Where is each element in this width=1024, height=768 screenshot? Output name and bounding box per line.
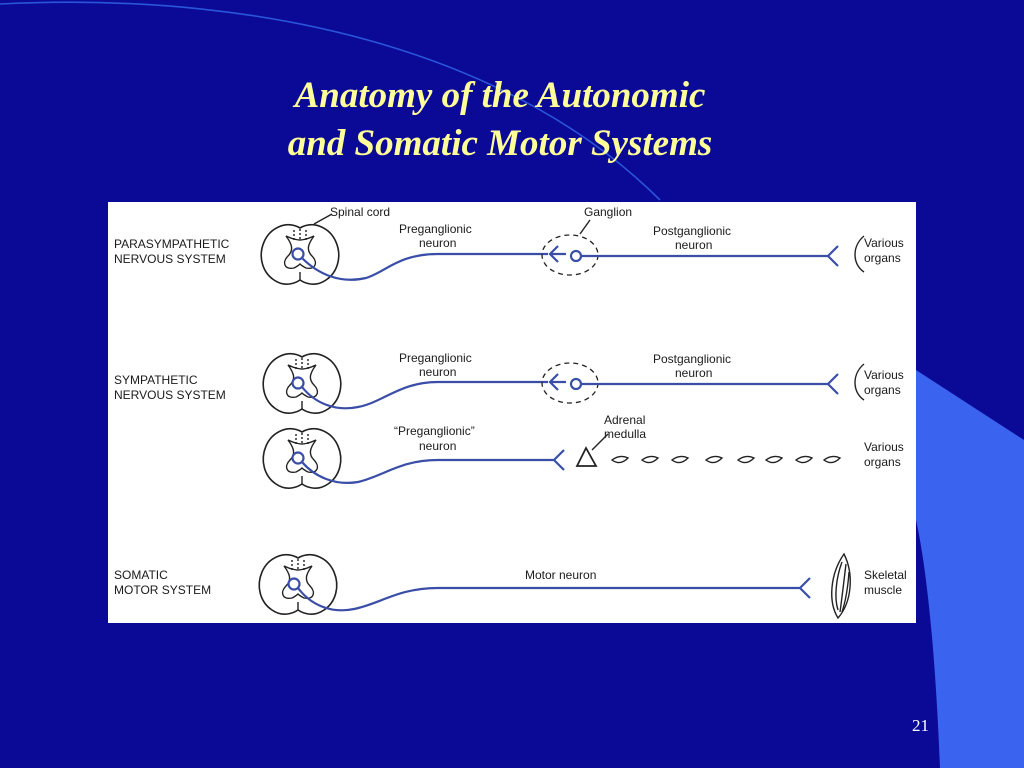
- ganglion-label: Ganglion: [584, 205, 632, 219]
- spinal-cord-somatic: [258, 554, 338, 615]
- adrenal-label-line-1: Adrenal: [604, 413, 645, 427]
- sympathetic-ganglion-cell: [569, 377, 583, 391]
- decorative-accent-shape: [916, 370, 1024, 768]
- somatic-motor-neuron: [297, 577, 811, 612]
- spinal-cord-sympathetic: [262, 353, 342, 414]
- parasympathetic-preganglionic-neuron: [301, 252, 548, 281]
- sympathetic-target-line-1: Various: [864, 368, 904, 382]
- somatic-label-line-2: MOTOR SYSTEM: [114, 583, 211, 597]
- sympathetic-pre-label-line-2: neuron: [419, 365, 456, 379]
- sympathetic-synapse: [548, 373, 566, 391]
- slide-page-number: 21: [912, 716, 929, 735]
- slide-title-line-2: and Somatic Motor Systems: [287, 123, 713, 164]
- sympathetic-postganglionic-neuron: [581, 373, 839, 395]
- parasympathetic-organ-bracket: [854, 235, 865, 273]
- sympathetic-pre-label-line-1: Preganglionic: [399, 351, 472, 365]
- slide-title: Anatomy of the Autonomic and Somatic Mot…: [200, 72, 800, 168]
- adrenal-medulla-triangle: [575, 446, 598, 467]
- somatic-row: SOMATIC MOTOR SYSTEM Motor neuron Skelet…: [114, 552, 907, 620]
- somatic-target-line-1: Skeletal: [864, 568, 907, 582]
- parasympathetic-target-line-1: Various: [864, 236, 904, 250]
- slide-title-line-1: Anatomy of the Autonomic: [294, 75, 706, 116]
- parasympathetic-cell-body: [291, 247, 305, 261]
- adrenal-pre-label-line-1: “Preganglionic”: [394, 424, 475, 438]
- somatic-target-line-2: muscle: [864, 583, 902, 597]
- parasympathetic-synapse: [548, 245, 566, 263]
- somatic-cell-body: [287, 577, 301, 591]
- parasympathetic-label-line-2: NERVOUS SYSTEM: [114, 252, 226, 266]
- nervous-system-diagram: PARASYMPATHETIC NERVOUS SYSTEM Spinal co…: [108, 202, 916, 623]
- parasympathetic-ganglion-cell: [569, 249, 583, 263]
- skeletal-muscle-icon: [831, 552, 851, 620]
- sympathetic-row: SYMPATHETIC NERVOUS SYSTEM Preganglionic…: [114, 351, 904, 414]
- parasympathetic-label-line-1: PARASYMPATHETIC: [114, 237, 230, 251]
- sympathetic-cell-body: [291, 376, 305, 390]
- sympathetic-post-label-line-2: neuron: [675, 366, 712, 380]
- sympathetic-label-line-2: NERVOUS SYSTEM: [114, 388, 226, 402]
- adrenal-pre-label-line-2: neuron: [419, 439, 456, 453]
- spinal-cord-pointer: [313, 213, 333, 225]
- adrenal-target-line-2: organs: [864, 455, 901, 469]
- sympathetic-preganglionic-neuron: [301, 380, 548, 410]
- parasympathetic-post-label-line-1: Postganglionic: [653, 224, 731, 238]
- adrenal-cell-body: [291, 451, 305, 465]
- parasympathetic-postganglionic-neuron: [581, 245, 839, 267]
- sympathetic-label-line-1: SYMPATHETIC: [114, 373, 198, 387]
- adrenal-target-line-1: Various: [864, 440, 904, 454]
- parasympathetic-pre-label-line-1: Preganglionic: [399, 222, 472, 236]
- sympathetic-target-line-2: organs: [864, 383, 901, 397]
- adrenal-label-line-2: medulla: [604, 427, 646, 441]
- parasympathetic-row: PARASYMPATHETIC NERVOUS SYSTEM Spinal co…: [114, 205, 904, 285]
- decorative-arc: [0, 1, 661, 201]
- somatic-label-line-1: SOMATIC: [114, 568, 168, 582]
- adrenal-row: “Preganglionic” neuron Adrenal medulla V…: [262, 413, 904, 489]
- sympathetic-post-label-line-1: Postganglionic: [653, 352, 731, 366]
- ganglion-pointer: [579, 219, 591, 235]
- adrenal-preganglionic-neuron: [301, 449, 565, 484]
- hormone-droplets: [610, 455, 842, 464]
- motor-neuron-label: Motor neuron: [525, 568, 596, 582]
- spinal-cord-label: Spinal cord: [330, 205, 390, 219]
- parasympathetic-pre-label-line-2: neuron: [419, 236, 456, 250]
- parasympathetic-target-line-2: organs: [864, 251, 901, 265]
- adrenal-pointer: [591, 433, 609, 451]
- sympathetic-organ-bracket: [854, 363, 865, 401]
- parasympathetic-post-label-line-2: neuron: [675, 238, 712, 252]
